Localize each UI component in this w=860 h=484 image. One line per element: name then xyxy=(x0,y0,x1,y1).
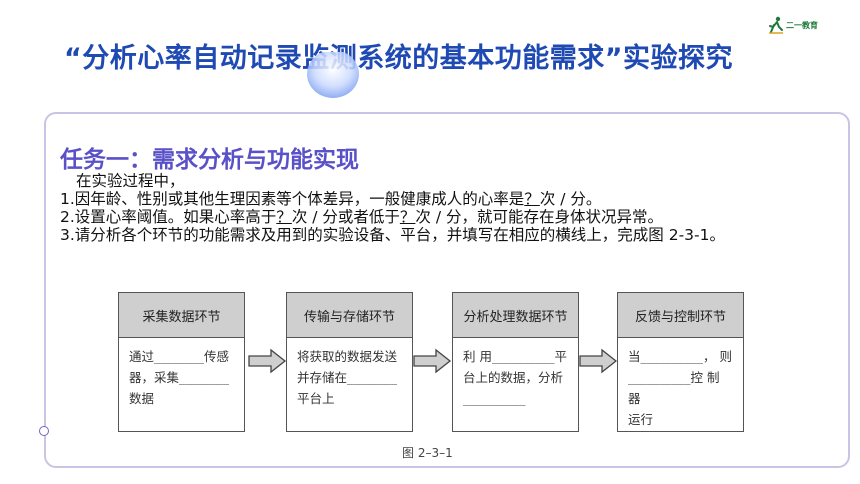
stage-line: 平台上 xyxy=(297,391,335,406)
stage-line: 并存储在________ xyxy=(297,370,398,385)
stage-line: 利 用__________平 xyxy=(463,349,567,364)
stage-line: 运行 xyxy=(628,412,654,427)
question-2: 2.设置心率阈值。如果心率高于？次 / 分或者低于？次 / 分，就可能存在身体状… xyxy=(60,208,830,226)
task-intro: 在实验过程中， xyxy=(76,172,185,190)
stage-title: 分析处理数据环节 xyxy=(453,293,578,338)
brand-logo: 二一教育 xyxy=(768,14,818,36)
slide-title: “分析心率自动记录监测系统的基本功能需求”实验探究 xyxy=(64,43,733,74)
question-1: 1.因年龄、性别或其他生理因素等个体差异，一般健康成人的心率是？次 / 分。 xyxy=(60,190,830,208)
stage-line: 台上的数据，分析 xyxy=(463,370,564,385)
q1-blank: ？ xyxy=(524,190,540,208)
stage-body: 利 用__________平 台上的数据，分析 __________ xyxy=(453,338,578,409)
stage-line: __________ xyxy=(463,391,526,406)
arrow-right-icon xyxy=(579,348,618,374)
stage-title: 传输与存储环节 xyxy=(287,293,412,338)
q2-mid: 次 / 分或者低于 xyxy=(291,208,400,226)
card-handle-dot xyxy=(39,426,49,436)
stage-title: 采集数据环节 xyxy=(119,293,244,338)
decorative-blob-icon xyxy=(307,52,359,98)
stage-body: 通过________传感 器，采集________ 数据 xyxy=(119,338,244,409)
stage-line: 通过________传感 xyxy=(129,349,230,364)
stage-line: 数据 xyxy=(129,391,155,406)
q1-suffix: 次 / 分。 xyxy=(539,190,602,208)
stage-body: 当__________， 则 __________控 制 器 运行 xyxy=(618,338,743,430)
arrow-right-icon xyxy=(248,348,287,374)
q2-blank-low: ？ xyxy=(399,208,416,226)
logo-text: 二一教育 xyxy=(786,20,818,30)
stage-line: __________控 制 器 xyxy=(628,370,720,406)
stage-line: 将获取的数据发送 xyxy=(297,349,398,364)
stage-line: 器，采集________ xyxy=(129,370,230,385)
figure-caption: 图 2–3–1 xyxy=(402,446,453,460)
stage-line: 当__________， 则 xyxy=(628,349,732,364)
stage-collect: 采集数据环节 通过________传感 器，采集________ 数据 xyxy=(118,292,245,432)
stage-title: 反馈与控制环节 xyxy=(618,293,743,338)
stage-body: 将获取的数据发送 并存储在________ 平台上 xyxy=(287,338,412,409)
q2-blank-high: ？ xyxy=(276,208,292,226)
task-title: 任务一：需求分析与功能实现 xyxy=(60,147,359,173)
question-3: 3.请分析各个环节的功能需求及用到的实验设备、平台，并填写在相应的横线上，完成图… xyxy=(60,226,725,244)
runner-icon xyxy=(769,16,783,34)
arrow-right-icon xyxy=(413,348,452,374)
q1-prefix: 1.因年龄、性别或其他生理因素等个体差异，一般健康成人的心率是 xyxy=(60,190,525,208)
stage-analyze: 分析处理数据环节 利 用__________平 台上的数据，分析 _______… xyxy=(452,292,579,432)
task-text: 在实验过程中， 1.因年龄、性别或其他生理因素等个体差异，一般健康成人的心率是？… xyxy=(60,172,830,244)
stage-transmit-store: 传输与存储环节 将获取的数据发送 并存储在________ 平台上 xyxy=(286,292,413,432)
q2-suffix: 次 / 分，就可能存在身体状况异常。 xyxy=(415,208,663,226)
q2-prefix: 2.设置心率阈值。如果心率高于 xyxy=(60,208,277,226)
stage-feedback-control: 反馈与控制环节 当__________， 则 __________控 制 器 运… xyxy=(617,292,744,432)
